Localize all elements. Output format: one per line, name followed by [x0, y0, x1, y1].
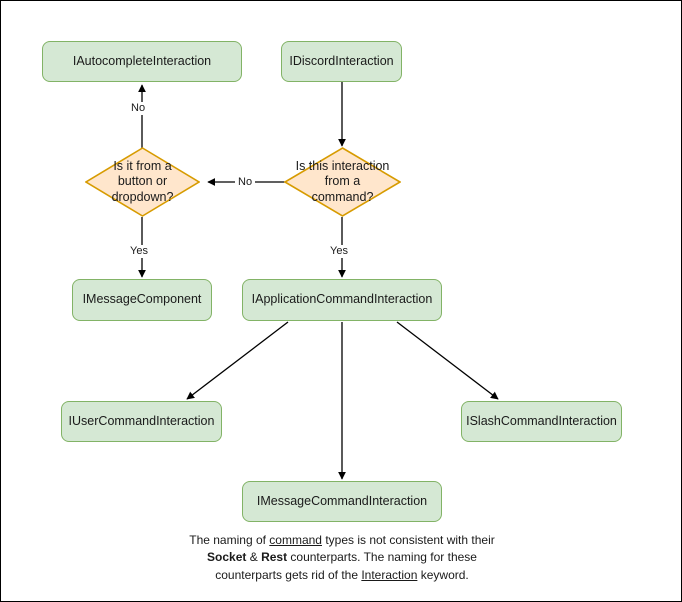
footer-text: counterparts. The naming for these	[287, 550, 477, 565]
footer-note-line-3: counterparts gets rid of the Interaction…	[121, 567, 563, 584]
diamond-shape	[85, 147, 200, 217]
node-label: IMessageComponent	[82, 292, 202, 307]
node-discord-interaction[interactable]: IDiscordInteraction	[281, 41, 402, 82]
edge-label-yes-left: Yes	[127, 245, 151, 258]
footer-text: keyword.	[417, 567, 469, 582]
edge-label-no-up: No	[128, 102, 149, 115]
footer-note-line-1: The naming of command types is not consi…	[121, 532, 563, 549]
footer-bold-rest: Rest	[261, 550, 288, 565]
node-label: IMessageCommandInteraction	[256, 493, 428, 508]
footer-text: The naming of	[189, 533, 270, 547]
node-label: IAutocompleteInteraction	[72, 53, 212, 68]
footer-text: types is not consistent with their	[321, 533, 495, 547]
node-message-command-interaction[interactable]: IMessageCommandInteraction	[242, 481, 442, 522]
edge-appcommand-to-usercommand	[186, 321, 289, 400]
node-label: IDiscordInteraction	[289, 53, 394, 68]
footer-underline-command: command	[269, 533, 322, 547]
node-label: IApplicationCommandInteraction	[251, 292, 433, 307]
node-label: ISlashCommandInteraction	[466, 413, 617, 428]
node-user-command-interaction[interactable]: IUserCommandInteraction	[61, 401, 222, 442]
node-autocomplete-interaction[interactable]: IAutocompleteInteraction	[42, 41, 242, 82]
node-label: Is this interaction from a command?	[295, 158, 390, 204]
node-decision-button-or-dropdown[interactable]: Is it from a button or dropdown?	[85, 147, 200, 217]
node-slash-command-interaction[interactable]: ISlashCommandInteraction	[461, 401, 622, 442]
diamond-shape	[284, 147, 401, 217]
footer-bold-socket: Socket	[207, 550, 247, 565]
edge-label-yes-right: Yes	[327, 245, 351, 258]
footer-text: &	[246, 550, 262, 565]
footer-text: counterparts gets rid of the	[215, 567, 362, 582]
node-message-component[interactable]: IMessageComponent	[72, 279, 212, 321]
node-label: Is it from a button or dropdown?	[111, 158, 174, 204]
node-decision-from-command[interactable]: Is this interaction from a command?	[284, 147, 401, 217]
footer-underline-interaction: Interaction	[361, 567, 418, 582]
edge-label-no-left: No	[235, 176, 256, 189]
edge-appcommand-to-slashcommand	[396, 321, 499, 400]
node-label: IUserCommandInteraction	[68, 413, 215, 428]
footer-note: The naming of command types is not consi…	[121, 532, 563, 584]
node-application-command-interaction[interactable]: IApplicationCommandInteraction	[242, 279, 442, 321]
footer-note-line-2: Socket & Rest counterparts. The naming f…	[121, 549, 563, 566]
